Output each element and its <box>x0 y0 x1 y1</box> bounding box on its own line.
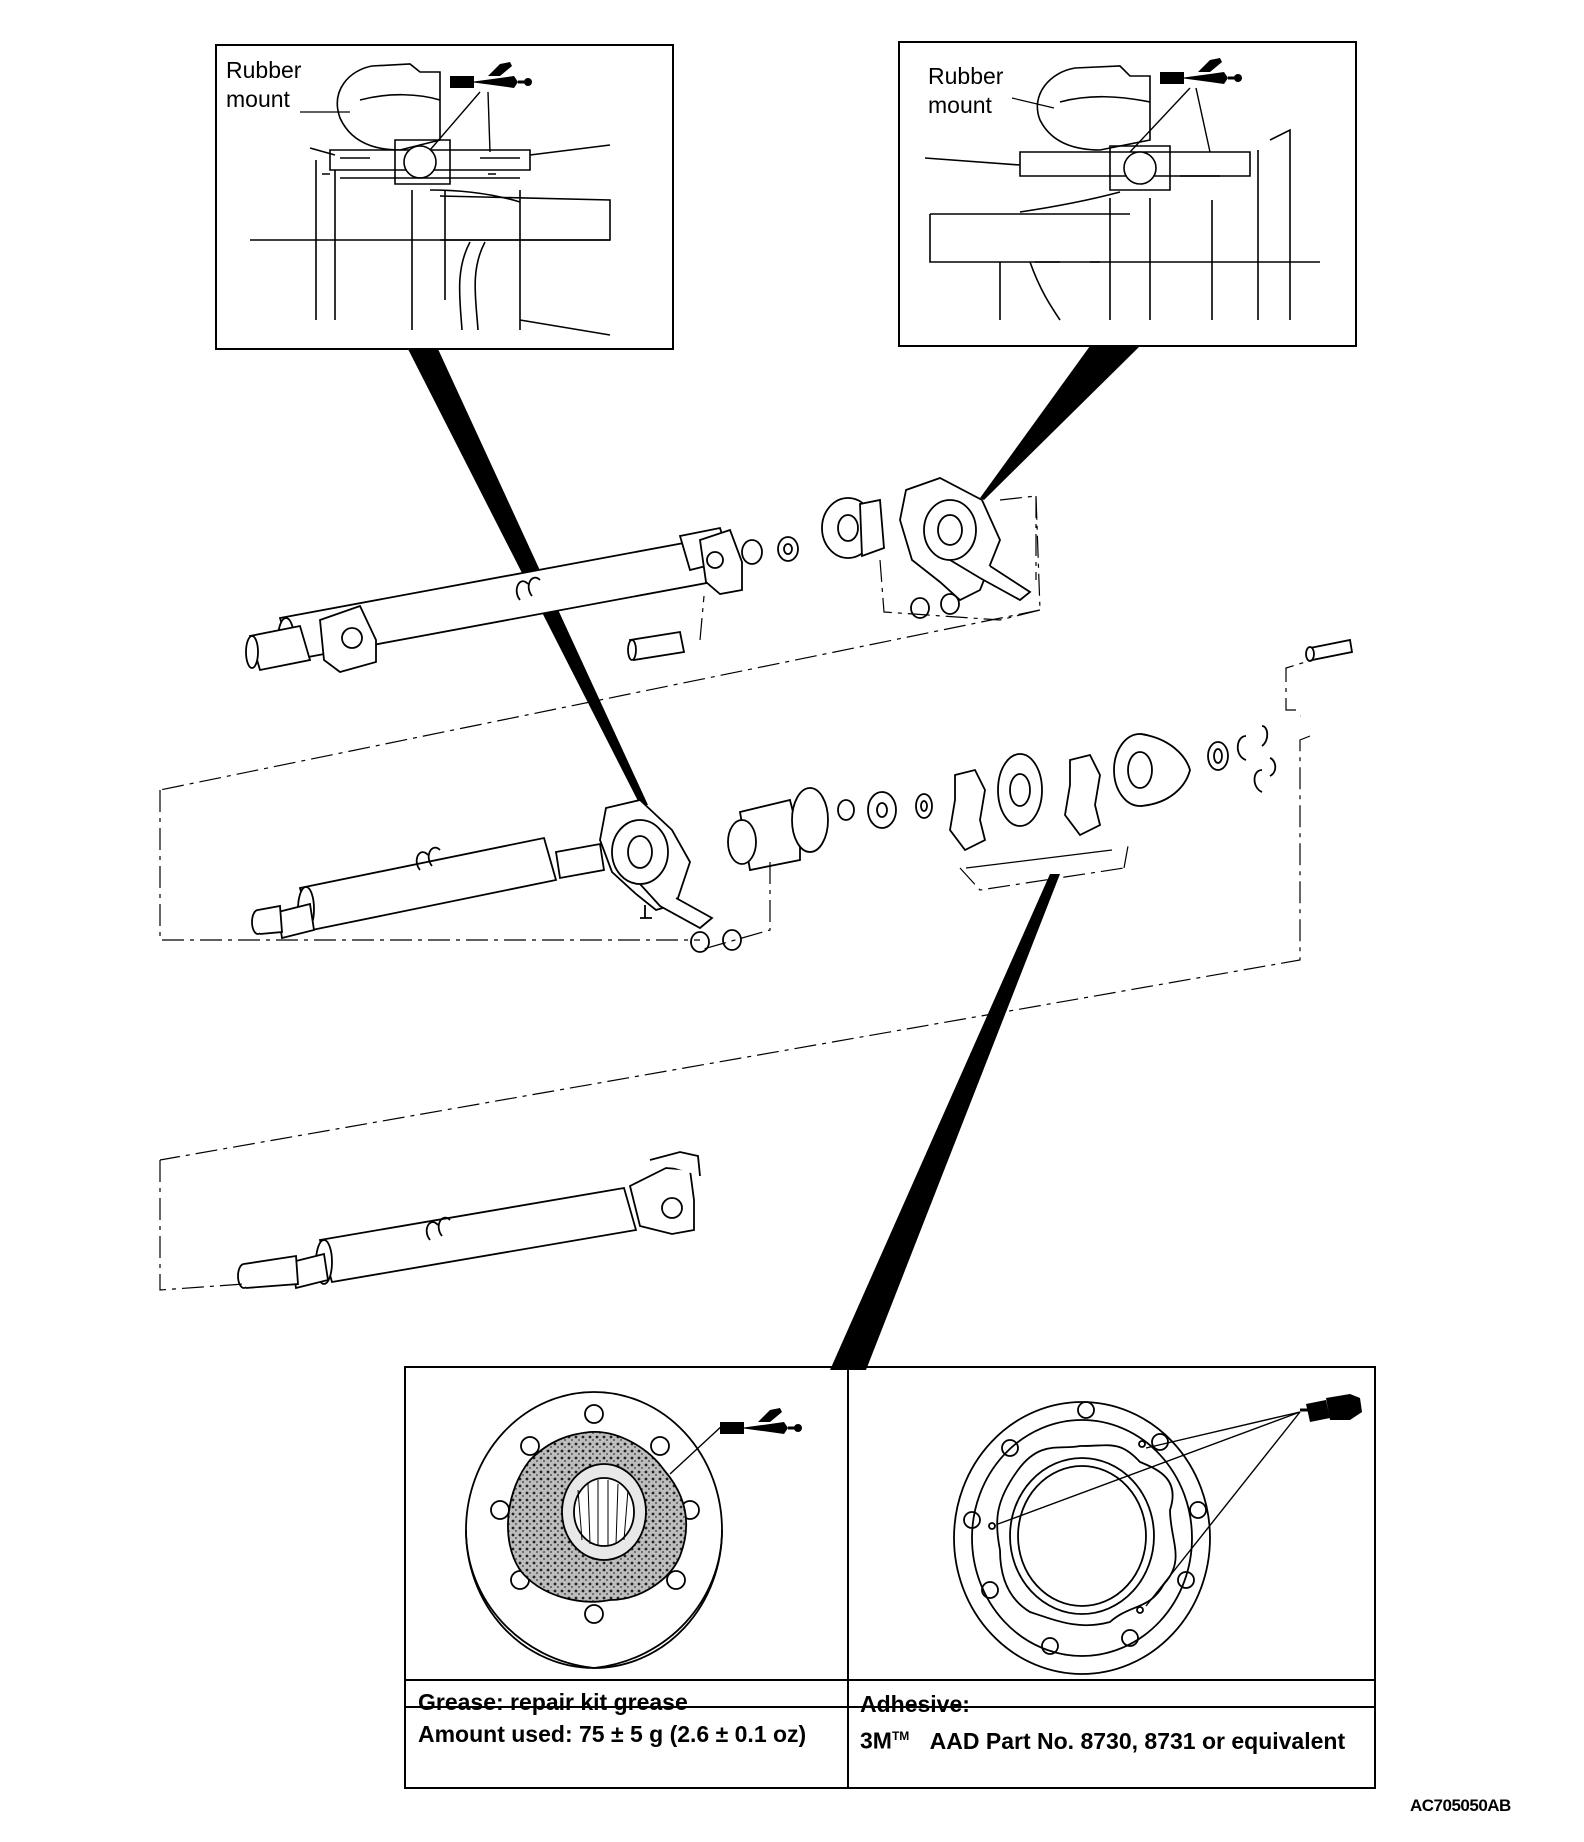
adhesive-brand: 3M <box>860 1727 892 1754</box>
front-propeller-shaft <box>245 477 1032 673</box>
detail-pointer-right <box>980 346 1140 500</box>
adhesive-note: Adhesive: 3MTM AAD Part No. 8730, 8731 o… <box>860 1691 1346 1754</box>
center-propeller-shaft <box>251 638 1354 953</box>
rubber-mount-label-right: Rubber mount <box>928 63 1004 118</box>
rear-propeller-shaft <box>237 1151 701 1290</box>
adhesive-flange-detail <box>953 1401 1211 1675</box>
detail-pointer-bottom <box>830 874 1060 1370</box>
adhesive-part-number: AAD Part No. 8730, 8731 or equivalent <box>929 1727 1346 1754</box>
rubber-mount-label-left: Rubber mount <box>226 57 302 112</box>
detail-box-right <box>898 41 1357 347</box>
grease-gun-icon <box>448 60 534 90</box>
adhesive-leaders <box>997 1411 1301 1607</box>
grease-gun-icon <box>718 1406 804 1436</box>
front-shaft-dash-lines <box>159 495 1041 791</box>
figure-code: AC705050AB <box>1410 1796 1511 1815</box>
bottom-detail-frame <box>404 1366 1376 1789</box>
trademark-mark: TM <box>891 1729 910 1743</box>
adhesive-tube-icon <box>1300 1394 1362 1422</box>
center-shaft-dash-lines <box>159 659 1313 1161</box>
grease-note: Grease: repair kit grease Amount used: 7… <box>418 1689 807 1747</box>
grease-joint-detail <box>465 1391 723 1669</box>
detail-box-left <box>215 44 674 350</box>
grease-gun-icon <box>1158 56 1244 86</box>
rear-shaft-dash-lines <box>159 1160 245 1291</box>
